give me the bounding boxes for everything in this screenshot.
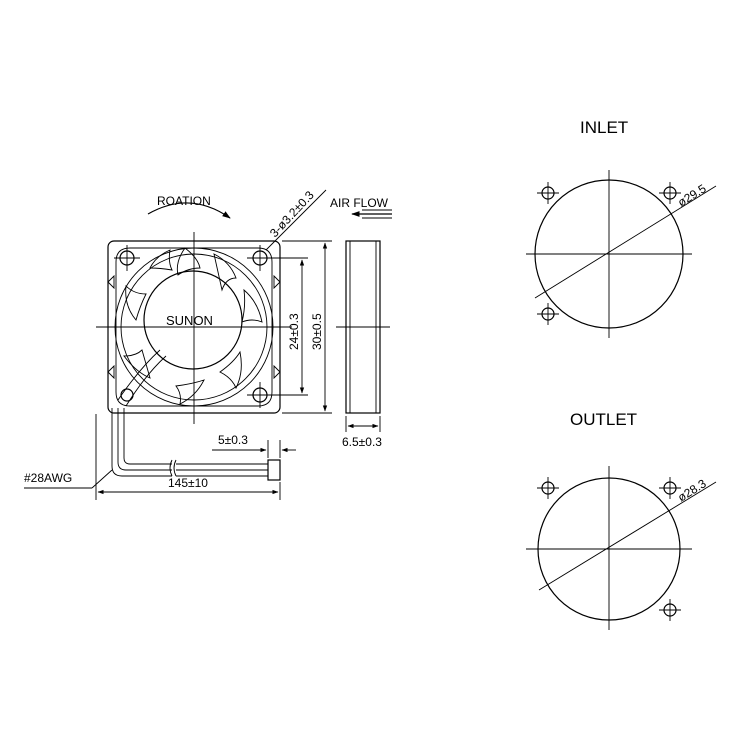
wire-gauge-text: #28AWG [24,471,72,485]
fan-brand: SUNON [166,313,213,328]
airflow-label: AIR FLOW [330,196,389,210]
rotation-indicator: ROATION [147,194,231,219]
dim-lead-length-text: 145±10 [168,476,208,490]
outlet-hole-tr [659,477,681,499]
dim-wire-strip-text: 5±0.3 [218,433,248,447]
mounting-hole-bl [120,388,134,402]
dim-frame-size: 30±0.5 [282,240,332,414]
inlet-view: INLET ø29.5 [526,118,717,338]
fan-side-view [336,240,390,414]
dim-hole-spacing: 24±0.3 [268,257,308,396]
dim-hole-spacing-text: 24±0.3 [287,313,301,350]
mounting-hole-br [247,382,273,408]
dim-wire-strip: 5±0.3 [212,433,296,458]
inlet-hole-bl [537,303,559,325]
rotation-label: ROATION [157,194,211,208]
outlet-hole-tl [537,477,559,499]
outlet-hole-br [659,599,681,621]
airflow-indicator: AIR FLOW [330,196,392,219]
outlet-title: OUTLET [570,410,637,429]
mounting-hole-tl [114,245,140,271]
fan-hub [143,270,243,370]
dim-frame-size-text: 30±0.5 [310,313,324,350]
fan-front-view: SUNON [96,232,292,424]
hole-dimension-text: 3-ø3.2±0.3 [267,188,317,240]
inlet-hole-tl [537,182,559,204]
fan-leads [111,408,281,481]
inlet-hole-tr [659,182,681,204]
outlet-view: OUTLET ø28.3 [526,410,717,630]
wire-gauge: #28AWG [24,469,113,489]
dim-thickness: 6.5±0.3 [342,416,382,449]
dim-lead-length: 145±10 [95,414,281,500]
outlet-diameter: ø28.3 [675,476,709,504]
inlet-title: INLET [580,118,628,137]
inlet-diameter: ø29.5 [675,181,709,209]
dim-thickness-text: 6.5±0.3 [342,435,382,449]
